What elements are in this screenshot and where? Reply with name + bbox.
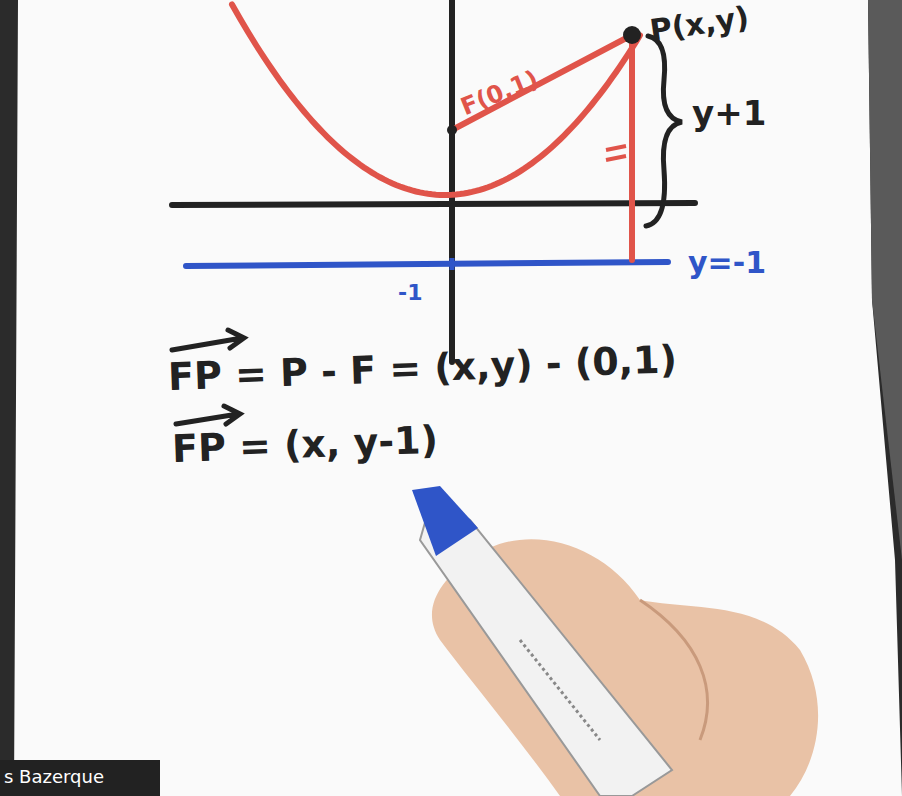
brace [646, 36, 682, 226]
hand-fold [640, 600, 708, 740]
paper-shadow [868, 0, 902, 560]
axis-tick [450, 258, 455, 270]
distance-label: y+1 [692, 96, 766, 130]
equal-tick [606, 156, 626, 160]
marker-barcode [520, 640, 600, 740]
equal-tick [606, 146, 626, 150]
directrix-distance [629, 35, 635, 260]
directrix-label: y=-1 [688, 248, 766, 278]
focus-dot [447, 125, 457, 135]
vector-result: FP = (x, y-1) [171, 421, 438, 468]
paper-sheet [14, 0, 902, 796]
vector-arrow [172, 330, 244, 350]
y-axis [449, 0, 455, 362]
vector-arrow [176, 406, 240, 424]
axis-value: -1 [398, 282, 422, 304]
parabola-curve [232, 4, 640, 195]
marker [420, 498, 672, 796]
name-strip [0, 760, 160, 796]
focus-segment [452, 35, 632, 130]
author-name: s Bazerque [4, 768, 104, 786]
directrix-line [186, 262, 668, 266]
marker-tip [412, 486, 478, 556]
x-axis [172, 203, 695, 205]
point-dot [623, 26, 641, 44]
